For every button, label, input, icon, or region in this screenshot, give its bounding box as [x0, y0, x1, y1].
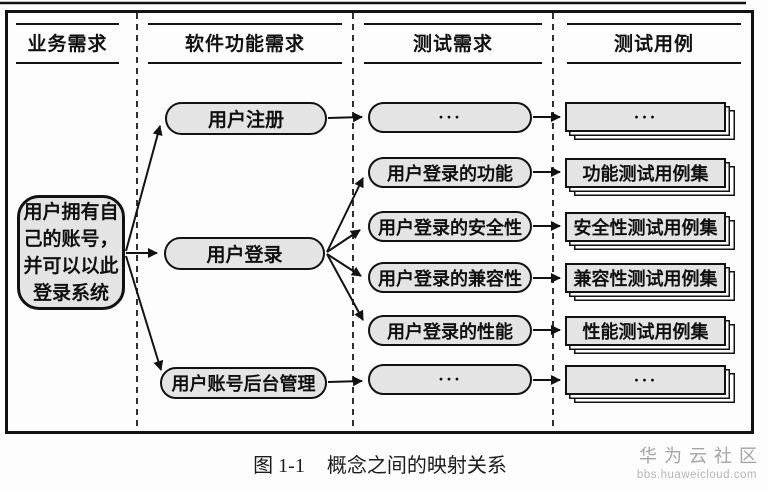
watermark: 华为云社区 bbs.huaweicloud.com [637, 442, 757, 481]
node-testreq-ellipsis-top: ··· [368, 102, 532, 133]
column-header-software-function-requirement: 软件功能需求 [148, 23, 342, 64]
node-business-requirement: 用户拥有自 己的账号， 并可以以此 登录系统 [17, 195, 125, 310]
watermark-url: bbs.huaweicloud.com [636, 469, 757, 481]
node-user-register: 用户注册 [165, 102, 327, 135]
node-testcase-ellipsis-bottom: ··· [565, 365, 726, 395]
column-header-test-case: 测试用例 [567, 23, 741, 64]
figure-caption: 图 1-1 概念之间的映射关系 [0, 449, 760, 478]
node-testreq-login-performance: 用户登录的性能 [368, 315, 532, 346]
column-header-business-requirement: 业务需求 [16, 23, 119, 64]
node-testcase-security-suite: 安全性测试用例集 [565, 212, 726, 242]
node-user-account-admin: 用户账号后台管理 [160, 367, 327, 399]
node-testcase-ellipsis-top: ··· [565, 102, 726, 132]
node-testcase-compatibility-suite: 兼容性测试用例集 [565, 263, 726, 293]
node-testreq-login-security: 用户登录的安全性 [368, 211, 532, 242]
column-header-test-requirement: 测试需求 [364, 23, 542, 64]
node-testreq-login-function: 用户登录的功能 [368, 157, 532, 188]
figure-caption-title: 概念之间的映射关系 [326, 455, 507, 477]
watermark-community-name: 华为云社区 [639, 446, 764, 466]
figure-caption-label: 图 1-1 [253, 455, 305, 477]
node-testreq-ellipsis-bottom: ··· [368, 364, 532, 395]
node-user-login: 用户登录 [164, 237, 325, 270]
node-testcase-function-suite: 功能测试用例集 [565, 158, 726, 188]
node-testcase-performance-suite: 性能测试用例集 [565, 316, 726, 346]
diagram-frame [5, 10, 754, 434]
node-testreq-login-compatibility: 用户登录的兼容性 [368, 262, 532, 293]
